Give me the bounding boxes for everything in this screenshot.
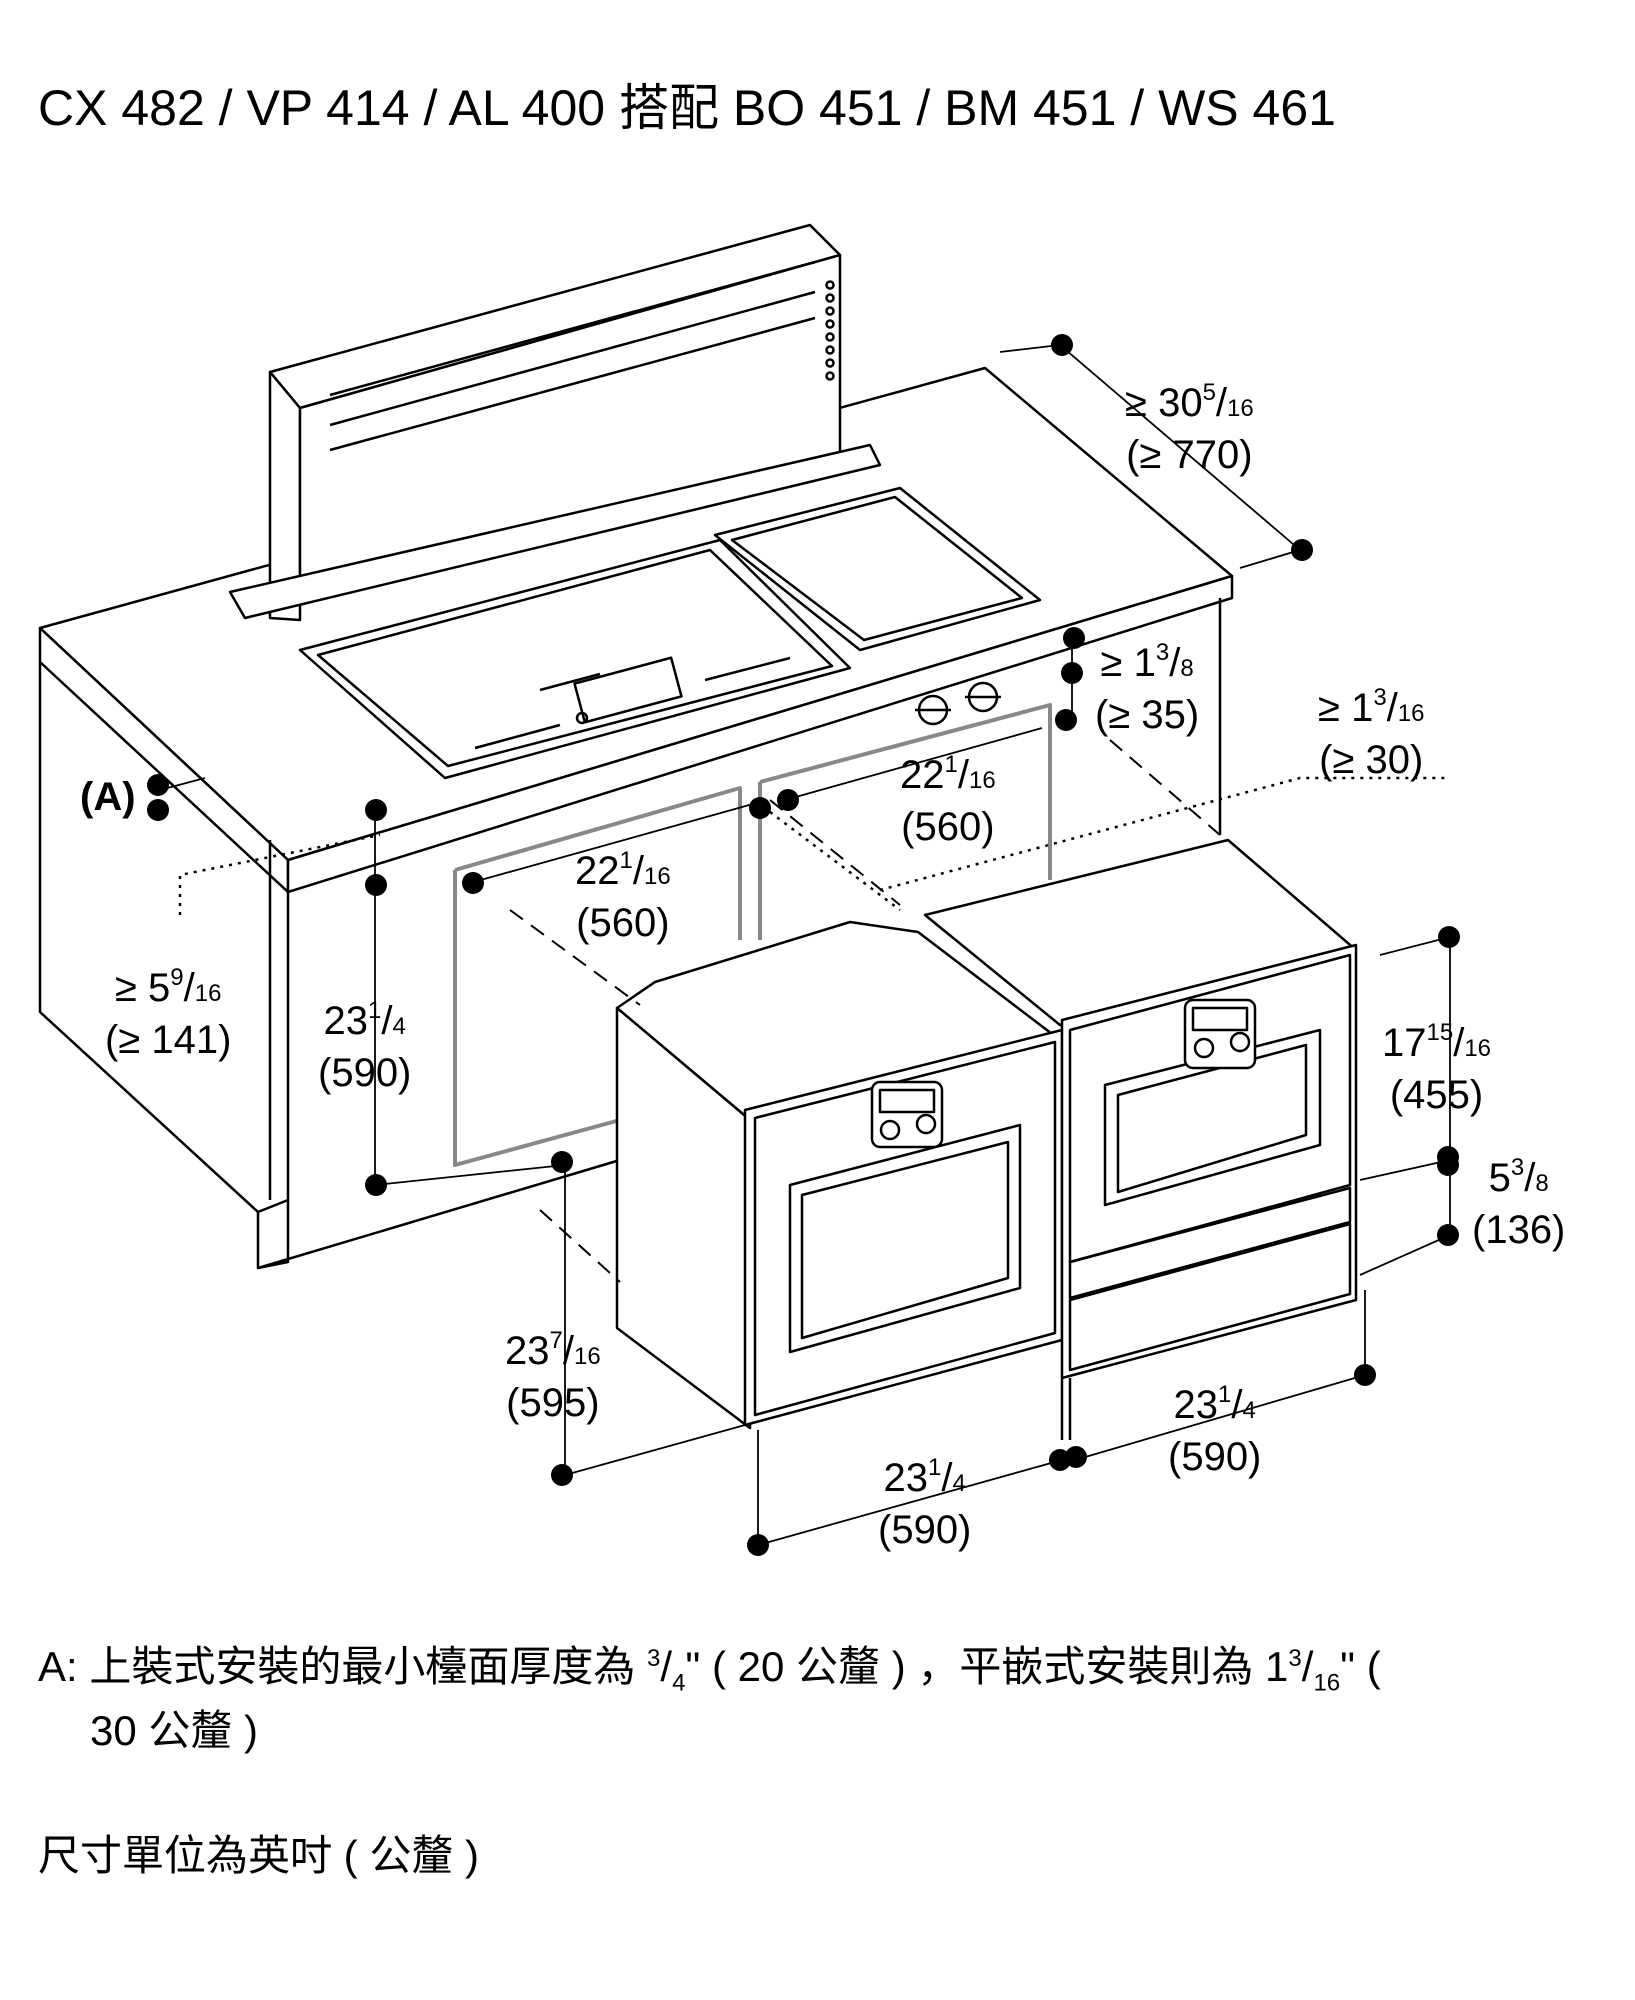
units-note: 尺寸單位為英吋 ( 公釐 )	[38, 1832, 479, 1879]
dim-height-136: 53/8 (136)	[1472, 1154, 1566, 1252]
dimension-points	[147, 334, 1460, 1556]
dim-gap-30: ≥ 13/16 (≥ 30)	[1318, 684, 1425, 782]
note-a: A: 上裝式安裝的最小檯面厚度為 3/4" ( 20 公釐 ) ，平嵌式安裝則為…	[38, 1643, 1381, 1755]
dim-height-141: ≥ 59/16 (≥ 141)	[105, 964, 232, 1062]
combi-steamer	[923, 838, 1358, 1440]
oven	[615, 920, 1064, 1430]
dim-height-590: 231/4 (590)	[318, 997, 412, 1095]
page-title: CX 482 / VP 414 / AL 400 搭配 BO 451 / BM …	[38, 80, 1336, 136]
dim-height-455: 1715/16 (455)	[1382, 1019, 1492, 1117]
dim-gap-35: ≥ 13/8 (≥ 35)	[1095, 639, 1200, 737]
dim-width-560-right: 221/16 (560)	[900, 751, 996, 849]
cutout-frame	[453, 703, 1052, 1167]
dim-width-590-right: 231/4 (590)	[1168, 1381, 1262, 1479]
dim-depth-595: 237/16 (595)	[505, 1327, 601, 1425]
dim-width-590-front: 231/4 (590)	[878, 1454, 972, 1552]
control-knobs	[915, 681, 1001, 726]
dim-width-560-left: 221/16 (560)	[575, 847, 671, 945]
downdraft-hood	[228, 223, 882, 622]
cooktop	[298, 486, 1042, 780]
dim-depth-770: ≥ 305/16 (≥ 770)	[1125, 379, 1254, 477]
label-a-tag: (A)	[80, 775, 136, 819]
